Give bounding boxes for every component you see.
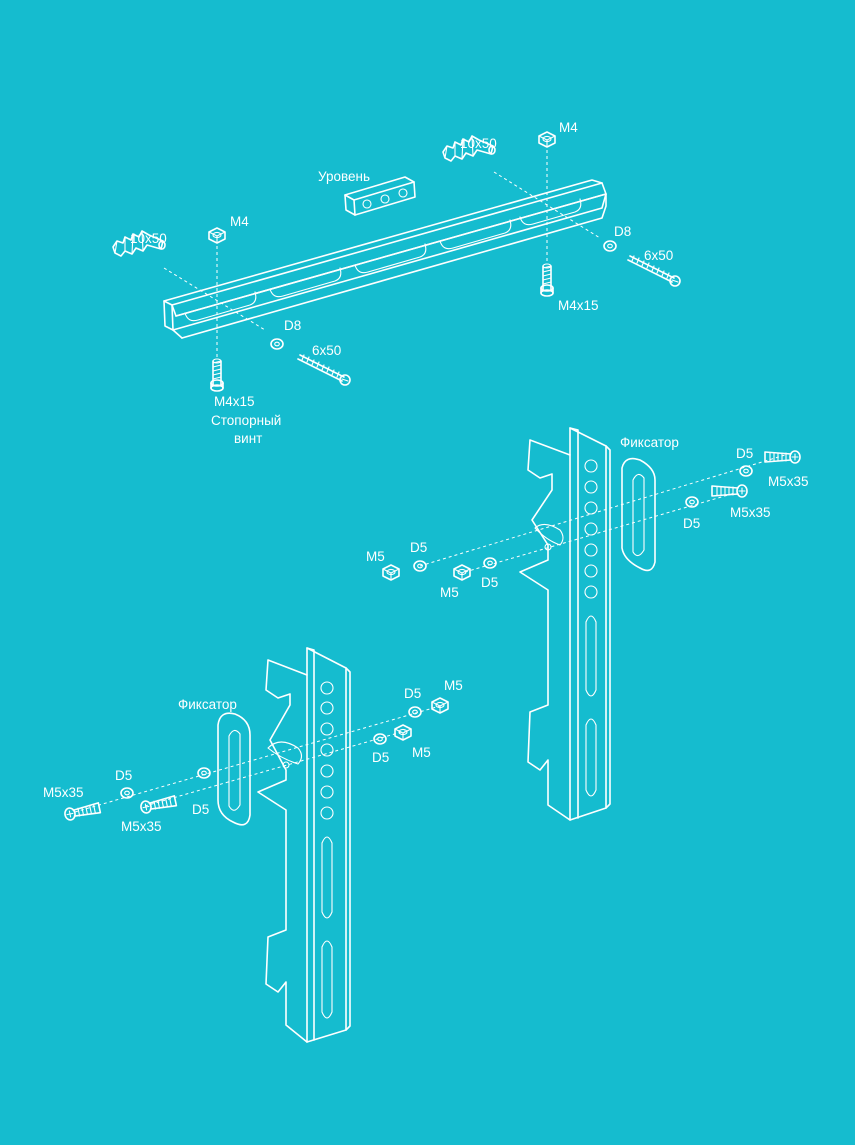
- dowel-right-label: 10x50: [460, 136, 497, 151]
- nut-m4-left-label: M4: [230, 214, 249, 229]
- bolt-m4x15-left-icon: [210, 358, 224, 392]
- l-screw-m5x35-a-icon: [63, 801, 102, 822]
- screw-6x50-right-label: 6x50: [644, 248, 673, 263]
- washer-d8-right-label: D8: [614, 224, 631, 239]
- screw-6x50-left-icon: [297, 354, 351, 386]
- l-m5x35-a-label: M5x35: [43, 785, 84, 800]
- r-m5x35-top-label: M5x35: [768, 474, 809, 489]
- r-d5-top-label: D5: [736, 446, 753, 461]
- r-d5-lower-label: D5: [683, 516, 700, 531]
- r-screw-m5x35-lower-icon: [711, 484, 748, 498]
- nut-m4-left-icon: [208, 227, 226, 244]
- vertical-bracket-right: [519, 427, 611, 821]
- r-m5-b-label: M5: [440, 585, 459, 600]
- l-screw-m5x35-b-icon: [139, 794, 178, 815]
- screw-6x50-left-label: 6x50: [312, 343, 341, 358]
- set-screw-label-line2: винт: [234, 431, 262, 446]
- bolt-m4x15-right-icon: [540, 263, 554, 297]
- level-label: Уровень: [318, 169, 370, 184]
- nut-m4-right-label: M4: [559, 120, 578, 135]
- r-nut-m5-a-icon: [382, 564, 400, 581]
- fixator-right-icon: [621, 457, 656, 572]
- l-d5-c-label: D5: [115, 768, 132, 783]
- nut-m4-right-icon: [538, 131, 556, 148]
- r-d5-a-label: D5: [410, 540, 427, 555]
- r-m5x35-lower-label: M5x35: [730, 505, 771, 520]
- washer-d8-right-icon: [603, 240, 617, 252]
- l-m5-b-label: M5: [412, 745, 431, 760]
- l-washer-d5-top-icon: [408, 706, 422, 718]
- r-screw-m5x35-top-icon: [764, 450, 801, 464]
- r-d5-b-label: D5: [481, 575, 498, 590]
- vertical-bracket-left: [257, 647, 351, 1043]
- fixator-right-label: Фиксатор: [620, 435, 679, 450]
- l-d5-b-label: D5: [372, 750, 389, 765]
- r-m5-a-label: M5: [366, 549, 385, 564]
- l-d5-top-label: D5: [404, 686, 421, 701]
- l-nut-m5-top-icon: [431, 697, 449, 714]
- bolt-m4x15-left-label: M4x15: [214, 394, 255, 409]
- r-nut-m5-b-icon: [453, 564, 471, 581]
- l-d5-d-label: D5: [192, 802, 209, 817]
- washer-d8-left-label: D8: [284, 318, 301, 333]
- fixator-left-label: Фиксатор: [178, 697, 237, 712]
- dowel-left-label: 10x50: [130, 231, 167, 246]
- set-screw-label-line1: Стопорный: [211, 413, 281, 428]
- r-washer-d5-top-icon: [739, 465, 753, 477]
- wall-rail: [163, 179, 607, 339]
- l-m5x35-b-label: M5x35: [121, 819, 162, 834]
- washer-d8-left-icon: [270, 338, 284, 350]
- l-m5-top-label: M5: [444, 678, 463, 693]
- fixator-left-icon: [217, 712, 251, 826]
- bolt-m4x15-right-label: M4x15: [558, 298, 599, 313]
- l-nut-m5-b-icon: [394, 724, 412, 741]
- level-tool: [344, 176, 416, 216]
